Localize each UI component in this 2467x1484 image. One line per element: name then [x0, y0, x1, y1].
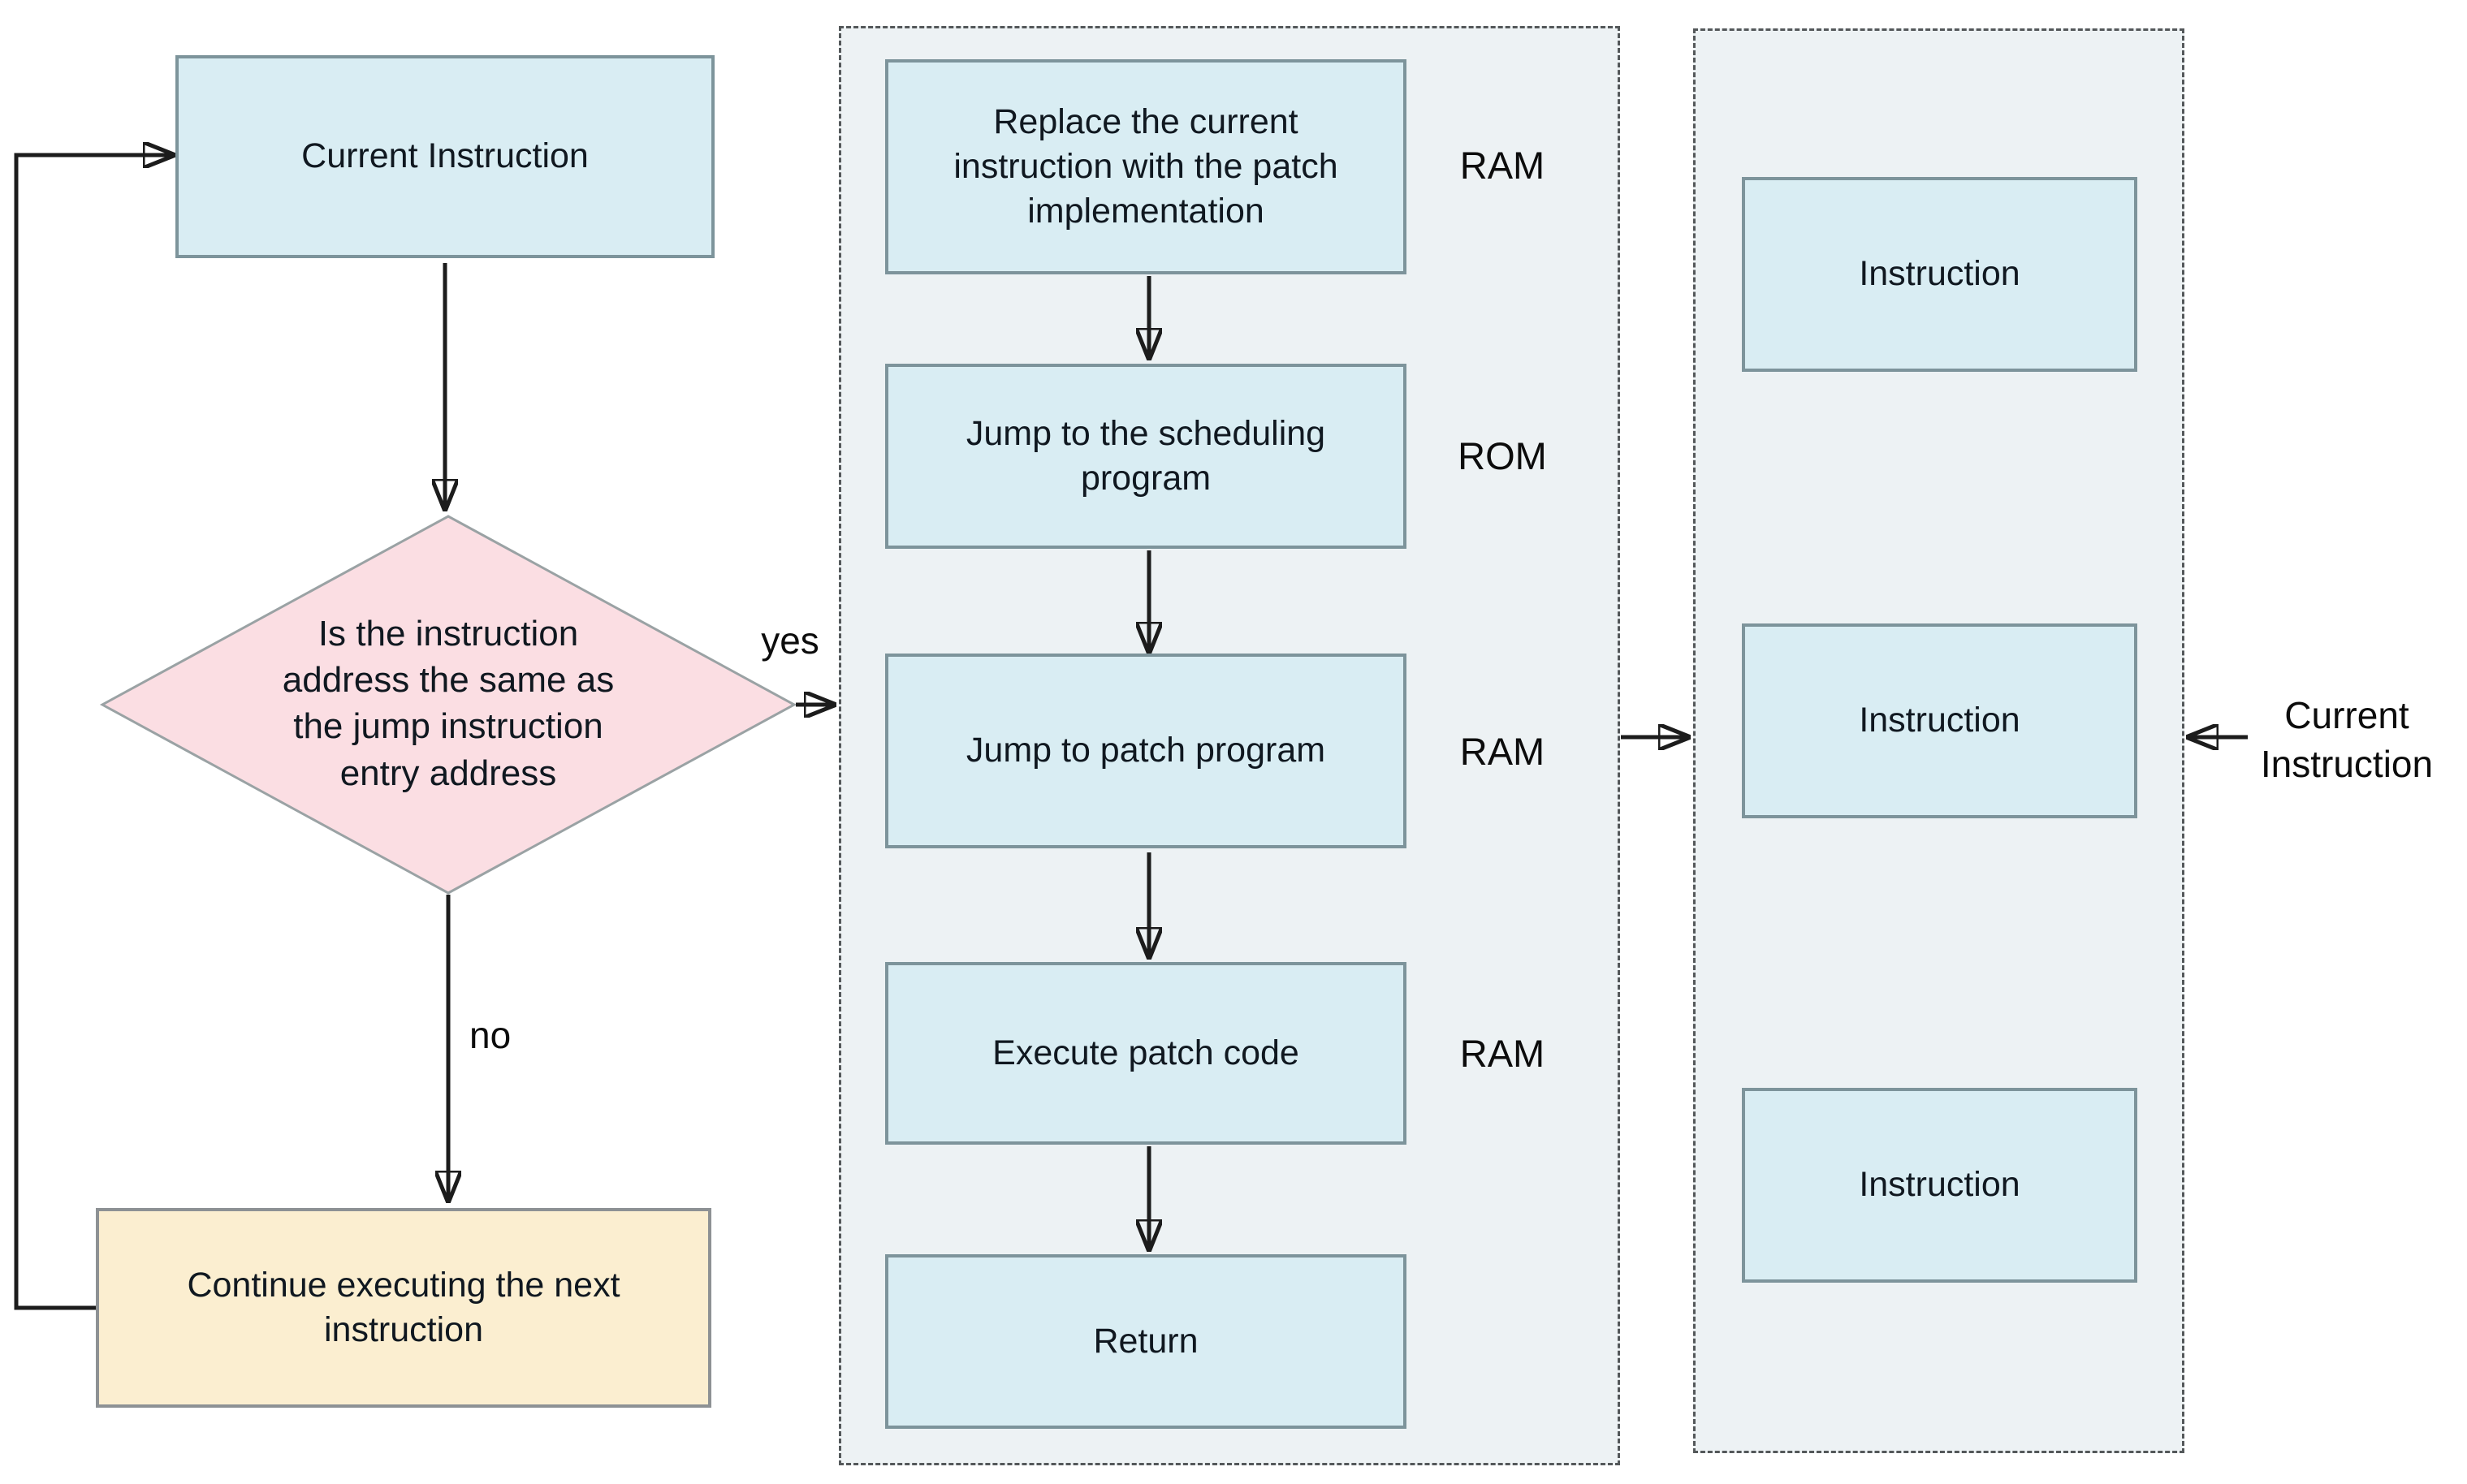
no-branch-label: no [469, 1014, 512, 1056]
right-current-instruction-label: Current Instruction [2260, 694, 2434, 785]
step-jump-scheduling-box: Jump to the scheduling program [885, 364, 1406, 549]
yes-branch-label: yes [761, 619, 819, 662]
instruction-box-bottom-label: Instruction [1859, 1165, 2020, 1205]
step-jump-patch-box: Jump to patch program [885, 654, 1406, 848]
current-instruction-label: Current Instruction [301, 136, 589, 176]
instruction-box-top: Instruction [1742, 177, 2137, 372]
step-execute-patch-box: Execute patch code [885, 962, 1406, 1145]
step-execute-patch-label: Execute patch code [992, 1033, 1299, 1072]
memory-label-ram-3: RAM [1459, 1032, 1545, 1075]
step-return-label: Return [1093, 1321, 1199, 1361]
connector-loop-continue-to-current [14, 155, 172, 1310]
instruction-box-bottom: Instruction [1742, 1088, 2137, 1283]
instruction-box-middle: Instruction [1742, 623, 2137, 818]
step-jump-patch-label: Jump to patch program [966, 731, 1326, 770]
step-replace-instruction-label: Replace the current instruction with the… [953, 101, 1338, 231]
memory-label-ram-1: RAM [1459, 144, 1545, 187]
current-instruction-box: Current Instruction [175, 55, 715, 258]
instruction-box-top-label: Instruction [1859, 254, 2020, 294]
memory-label-rom: ROM [1458, 434, 1547, 477]
continue-executing-label: Continue executing the next instruction [187, 1265, 620, 1349]
step-jump-scheduling-label: Jump to the scheduling program [966, 413, 1326, 498]
instruction-box-middle-label: Instruction [1859, 701, 2020, 740]
step-return-box: Return [885, 1254, 1406, 1429]
decision-question-text: Is the instruction address the same as t… [282, 614, 615, 793]
memory-label-ram-2: RAM [1459, 730, 1545, 773]
continue-executing-box: Continue executing the next instruction [96, 1208, 711, 1408]
step-replace-instruction-box: Replace the current instruction with the… [885, 59, 1406, 274]
